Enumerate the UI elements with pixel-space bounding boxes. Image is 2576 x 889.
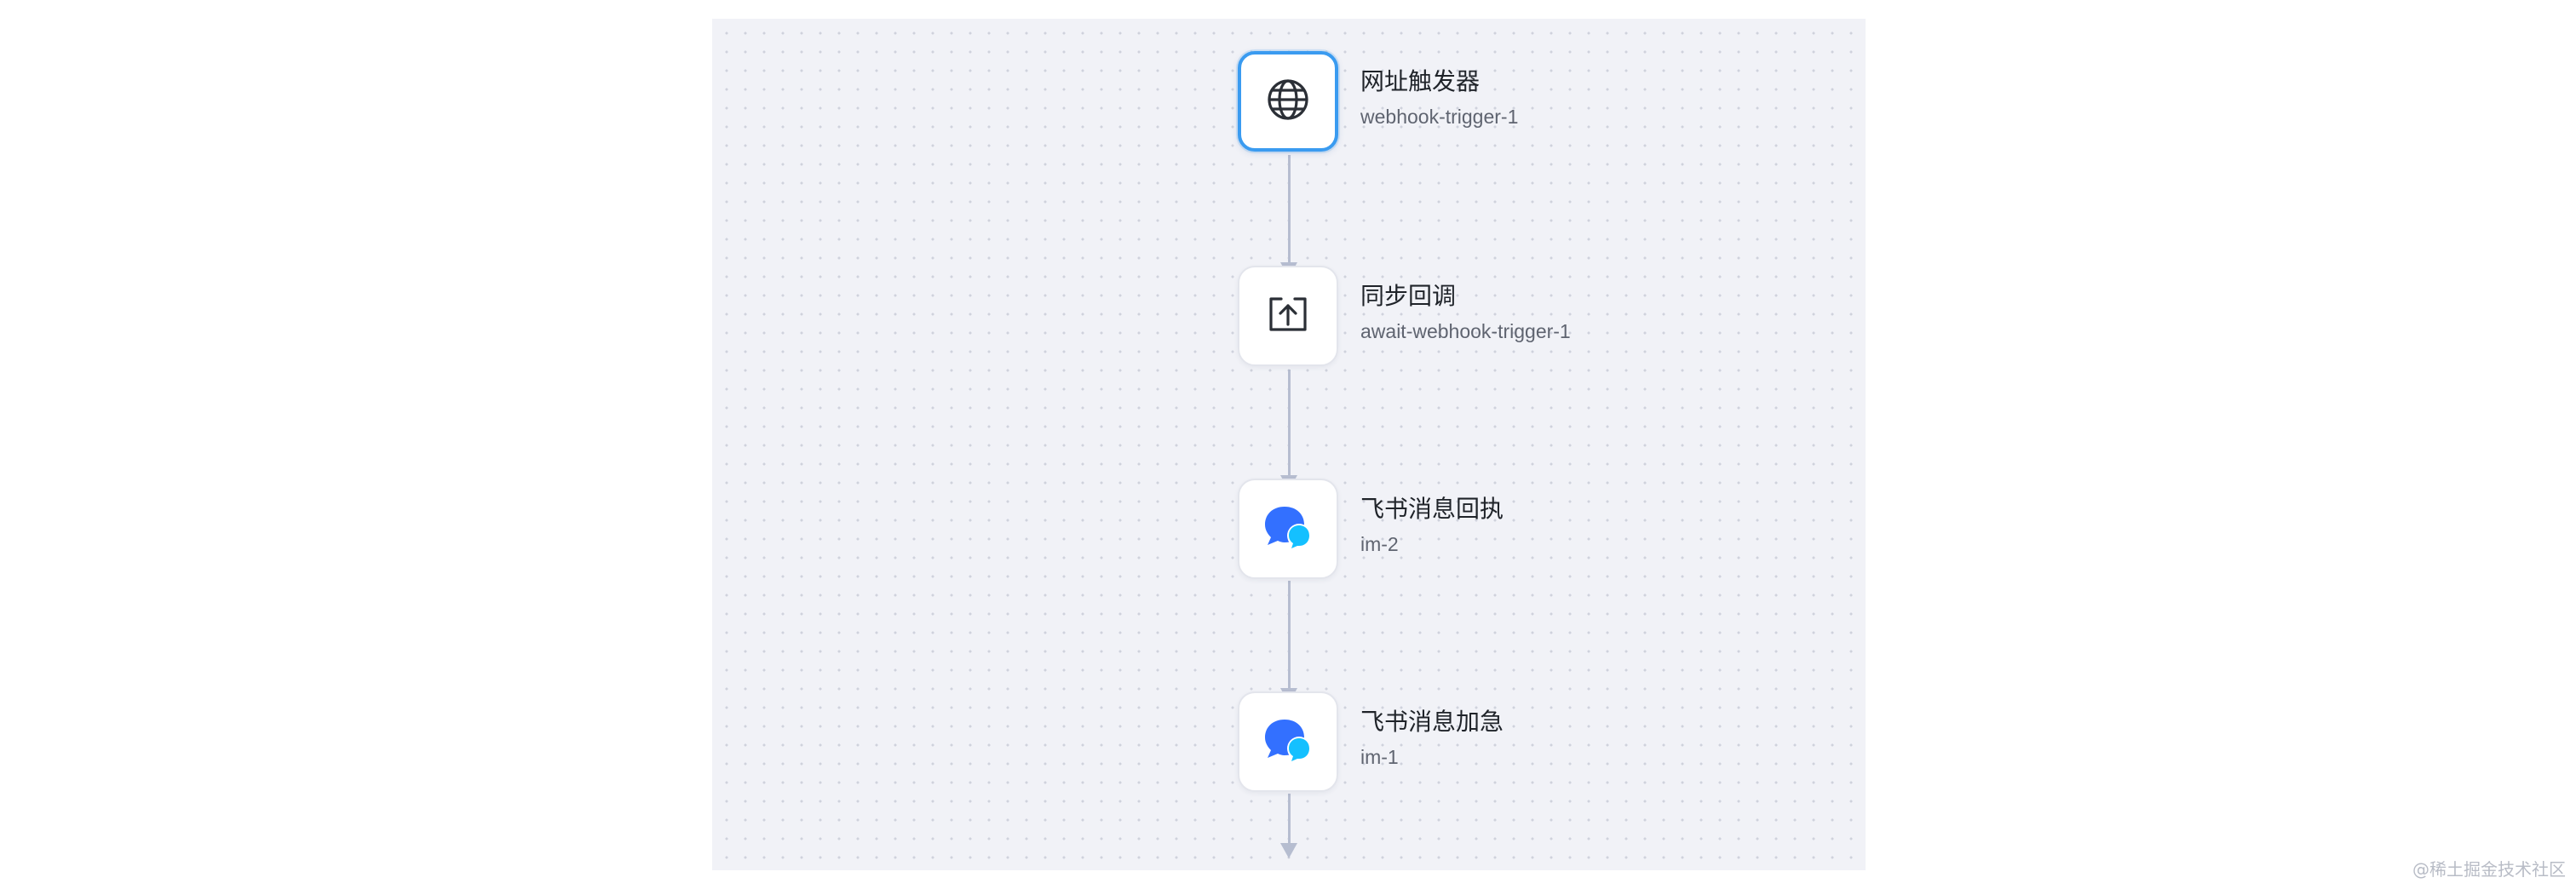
watermark: @稀土掘金技术社区	[2412, 859, 2566, 880]
node-subtitle: im-1	[1360, 746, 1399, 768]
node-icon-box[interactable]	[1238, 266, 1338, 366]
connector-arrow	[1280, 843, 1297, 858]
workflow-flow: 网址触发器 webhook-trigger-1 同步回调 await-webho…	[712, 19, 1866, 870]
flow-node-im-2[interactable]: 飞书消息回执 im-2	[1238, 479, 1664, 581]
chat-bubbles-icon	[1261, 714, 1315, 769]
node-subtitle: webhook-trigger-1	[1360, 106, 1519, 128]
flow-node-im-1[interactable]: 飞书消息加急 im-1	[1238, 691, 1664, 794]
node-icon-box[interactable]	[1238, 691, 1338, 792]
node-title: 网址触发器	[1360, 67, 1481, 95]
upload-box-icon	[1264, 290, 1312, 341]
flow-node-webhook-trigger[interactable]: 网址触发器 webhook-trigger-1	[1238, 51, 1664, 153]
connector-line	[1288, 155, 1291, 264]
globe-icon	[1264, 76, 1312, 127]
chat-bubbles-icon	[1261, 502, 1315, 556]
node-icon-box[interactable]	[1238, 479, 1338, 579]
connector-line	[1288, 370, 1291, 477]
workflow-canvas[interactable]: 网址触发器 webhook-trigger-1 同步回调 await-webho…	[712, 19, 1866, 870]
node-icon-box[interactable]	[1238, 51, 1338, 152]
node-title: 飞书消息回执	[1360, 495, 1504, 523]
node-title: 同步回调	[1360, 282, 1457, 310]
connector-line	[1288, 794, 1291, 853]
flow-node-await-webhook-trigger[interactable]: 同步回调 await-webhook-trigger-1	[1238, 266, 1664, 368]
node-subtitle: im-2	[1360, 533, 1399, 555]
node-title: 飞书消息加急	[1360, 708, 1504, 736]
node-subtitle: await-webhook-trigger-1	[1360, 320, 1571, 342]
connector-line	[1288, 581, 1291, 690]
